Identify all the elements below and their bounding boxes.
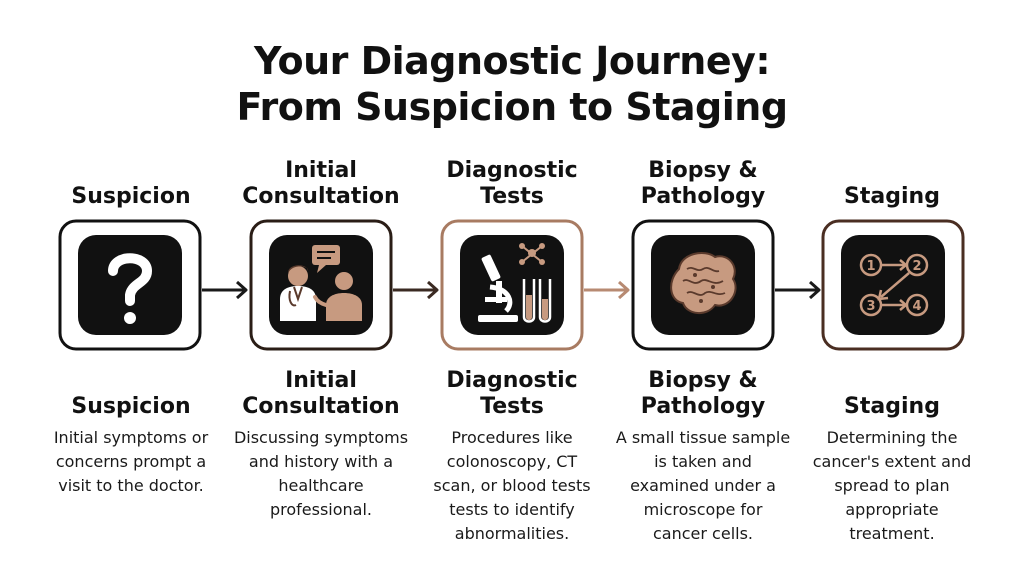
- step-1-frame: [58, 219, 202, 351]
- step-5-description: Determining the cancer's extent and spre…: [812, 428, 972, 543]
- step-1-top-heading: Suspicion: [71, 184, 191, 209]
- question-mark-icon: [78, 235, 182, 335]
- stage-3-node: [859, 293, 883, 317]
- step-3-frame: [440, 219, 584, 351]
- step-5-bottom-heading: Staging: [844, 394, 940, 419]
- step-1-description: Initial symptoms or concerns prompt a vi…: [53, 428, 209, 495]
- step-2-description: Discussing symptoms and history with a h…: [233, 428, 409, 519]
- connector-arrow-4: [775, 280, 821, 300]
- step-4-top-heading: Biopsy & Pathology: [640, 158, 766, 209]
- step-4-frame: [631, 219, 775, 351]
- step-4-description: A small tissue sample is taken and exami…: [615, 428, 791, 543]
- step-2-bottom-heading: Initial Consultation: [242, 368, 400, 419]
- connector-arrow-2: [393, 280, 439, 300]
- page-title: Your Diagnostic Journey: From Suspicion …: [0, 38, 1024, 130]
- step-3-description: Procedures like colonoscopy, CT scan, or…: [433, 428, 591, 543]
- microscope-icon: [460, 235, 564, 335]
- step-3-top-heading: Diagnostic Tests: [446, 158, 578, 209]
- step-4-bottom-heading: Biopsy & Pathology: [640, 368, 766, 419]
- doctor-patient-icon: [269, 235, 373, 335]
- stage-1-label: 1: [866, 259, 875, 274]
- staging-flow-icon: 1 2 3 4: [841, 235, 945, 335]
- step-1-bottom-heading: Suspicion: [71, 394, 191, 419]
- connector-arrow-3: [584, 280, 630, 300]
- step-3-bottom-heading: Diagnostic Tests: [446, 368, 578, 419]
- step-2-top-heading: Initial Consultation: [242, 158, 400, 209]
- stage-2-label: 2: [912, 259, 921, 274]
- stage-1-node: [859, 253, 883, 277]
- step-2-frame: [249, 219, 393, 351]
- step-5-top-heading: Staging: [844, 184, 940, 209]
- title-line-2: From Suspicion to Staging: [236, 85, 788, 129]
- connector-arrow-1: [202, 280, 248, 300]
- stage-4-label: 4: [912, 299, 921, 314]
- stage-3-label: 3: [866, 299, 875, 314]
- tissue-sample-icon: [651, 235, 755, 335]
- step-5-frame: 1 2 3 4: [821, 219, 965, 351]
- title-line-1: Your Diagnostic Journey:: [253, 39, 771, 83]
